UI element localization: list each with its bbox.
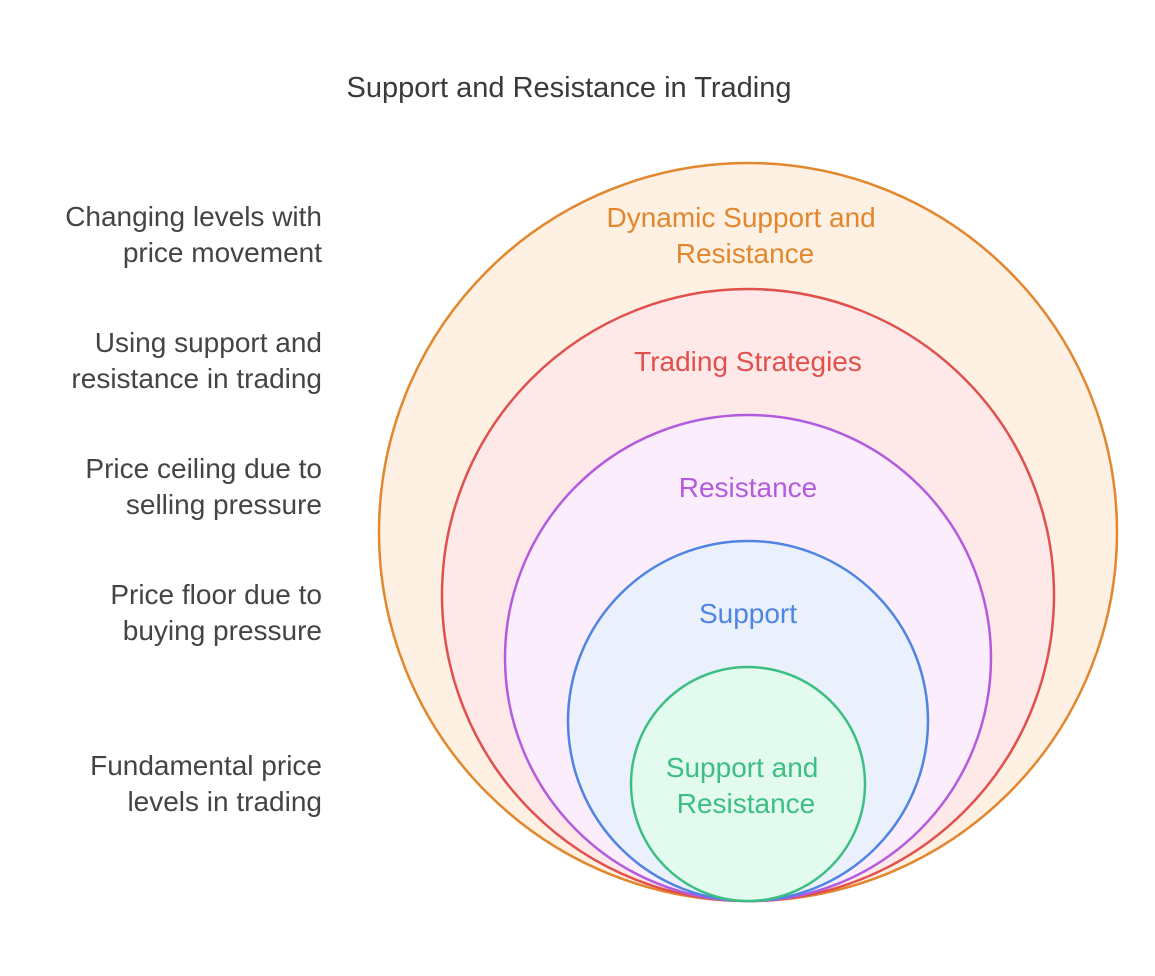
ring-label-support: Support	[699, 598, 797, 629]
description-support: Price floor due to buying pressure	[2, 577, 322, 649]
description-line: Price floor due to	[110, 579, 322, 610]
description-line: Fundamental price	[90, 750, 322, 781]
description-line: resistance in trading	[71, 363, 322, 394]
diagram-title: Support and Resistance in Trading	[346, 72, 792, 104]
ring-label-support-and-resistance: Support and Resistance	[666, 752, 826, 819]
description-line: Changing levels with	[65, 201, 322, 232]
description-line: Using support and	[94, 327, 322, 358]
description-line: Price ceiling due to	[85, 453, 322, 484]
description-strategies: Using support and resistance in trading	[2, 325, 322, 397]
description-dynamic: Changing levels with price movement	[2, 199, 322, 271]
description-line: buying pressure	[122, 615, 322, 646]
description-line: selling pressure	[125, 489, 322, 520]
ring-label-trading-strategies: Trading Strategies	[634, 346, 862, 377]
ring-label-dynamic: Dynamic Support and Resistance	[606, 202, 883, 269]
ring-support-and-resistance	[629, 665, 867, 903]
ring-label-resistance: Resistance	[679, 472, 818, 503]
description-resistance: Price ceiling due to selling pressure	[2, 451, 322, 523]
description-line: levels in trading	[127, 786, 322, 817]
description-core: Fundamental price levels in trading	[2, 748, 322, 820]
description-line: price movement	[122, 237, 322, 268]
